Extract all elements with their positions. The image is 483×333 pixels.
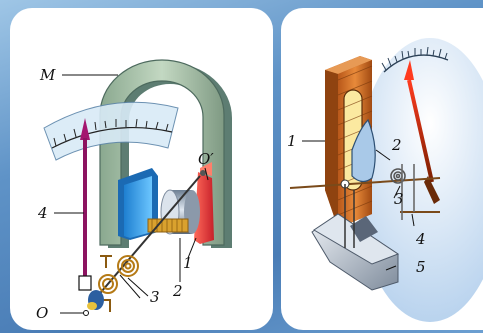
label-coil-right: 1 <box>287 132 297 150</box>
label-pivot-bottom: O <box>36 304 48 322</box>
label-pointer: 4 <box>37 204 48 222</box>
label-core: 2 <box>172 282 183 300</box>
label-magnet: M <box>39 66 56 84</box>
label-pivot-top: O′ <box>198 150 214 168</box>
label-spring-left: 3 <box>150 288 160 306</box>
label-vane: 2 <box>391 136 402 154</box>
left-diagram <box>44 60 232 316</box>
label-axle: 4 <box>415 230 426 248</box>
label-damper: 5 <box>416 258 426 276</box>
label-spring-right: 3 <box>394 190 404 208</box>
label-coil-left: 1 <box>183 254 193 272</box>
right-diagram <box>290 38 483 322</box>
